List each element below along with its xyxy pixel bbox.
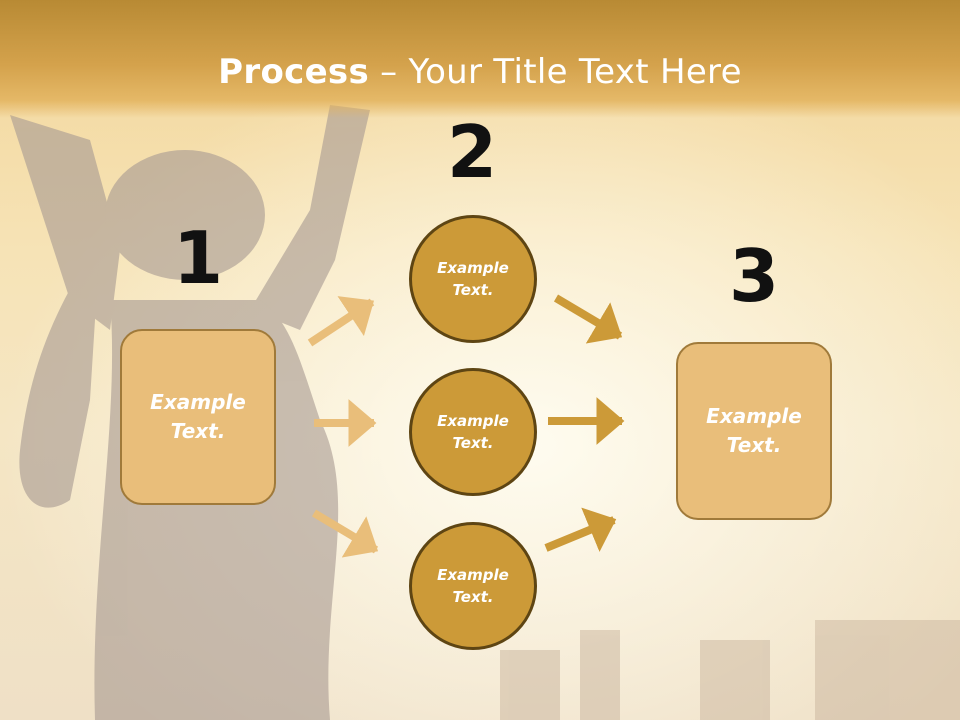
title-rest: – Your Title Text Here: [369, 52, 742, 92]
step-2-circle-middle-text: Example Text.: [437, 411, 509, 453]
slide-title: Process – Your Title Text Here: [0, 52, 960, 92]
header-band: [0, 0, 960, 118]
step-3-box: Example Text.: [676, 342, 832, 520]
step-2-circle-top-text: Example Text.: [437, 258, 509, 300]
arrow-1-to-top: [307, 296, 375, 347]
step-2-circle-top: Example Text.: [409, 215, 537, 343]
step-2-circle-bottom-text: Example Text.: [437, 565, 509, 607]
step-number-1: 1: [172, 216, 224, 300]
arrow-bottom-to-3: [544, 507, 617, 552]
step-1-box: Example Text.: [120, 329, 276, 505]
step-number-2: 2: [446, 110, 498, 194]
arrow-1-to-bottom: [311, 509, 379, 558]
step-3-text: Example Text.: [706, 404, 802, 457]
arrow-top-to-3: [553, 294, 623, 344]
title-strong: Process: [218, 52, 370, 92]
step-1-text: Example Text.: [150, 390, 246, 443]
step-number-3: 3: [728, 234, 780, 318]
step-2-circle-middle: Example Text.: [409, 368, 537, 496]
step-2-circle-bottom: Example Text.: [409, 522, 537, 650]
